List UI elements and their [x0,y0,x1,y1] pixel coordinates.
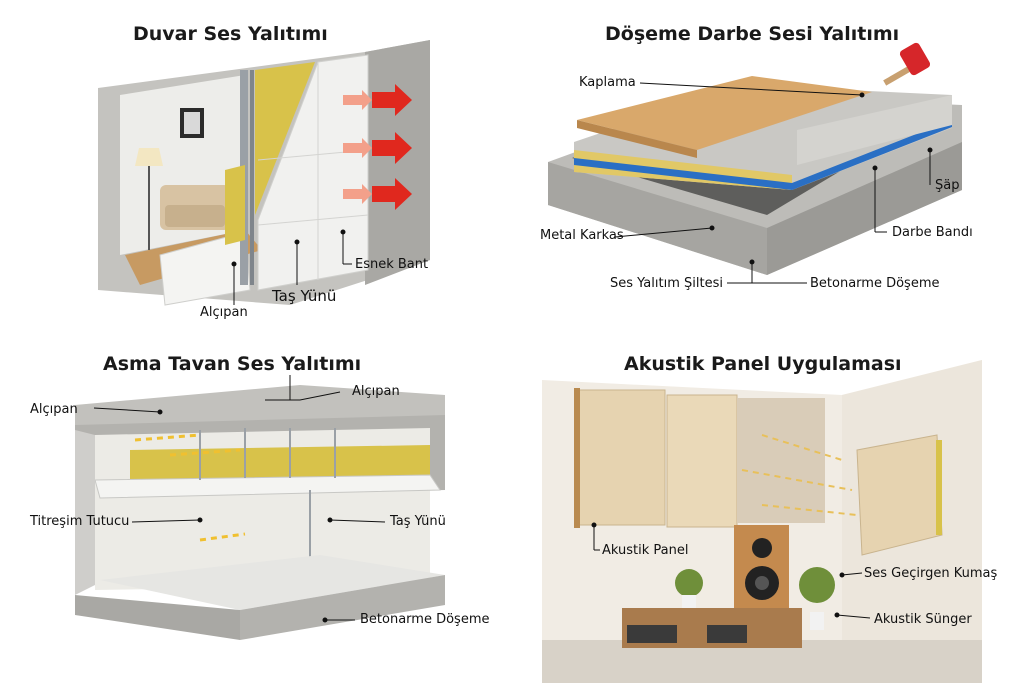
acoustic-illustration [542,360,982,683]
plant-right [799,567,835,630]
wood-flooring [577,76,872,150]
ceiling-title: Asma Tavan Ses Yalıtımı [103,353,362,375]
label-ses-yalitim-siltesi: Ses Yalıtım Şiltesi [610,276,723,291]
floor [100,555,445,610]
label-betonarme: Betonarme Döşeme [810,276,940,291]
wall-title: Duvar Ses Yalıtımı [133,23,328,45]
gypsum-board [159,231,251,306]
label-betonarme: Betonarme Döşeme [360,612,490,627]
speaker-icon [734,525,789,610]
ceiling-illustration [75,375,445,640]
ceiling-panel: Asma Tavan Ses Yalıtımı Alçıpan Alçıpan … [0,340,512,683]
wall-illustration [98,40,430,306]
label-akustik-sunger: Akustik Sünger [874,612,972,627]
insulation-board [257,54,369,291]
sound-arrows [372,84,412,210]
floor-title: Döşeme Darbe Sesi Yalıtımı [605,23,900,45]
label-ses-gecirgen: Ses Geçirgen Kumaş [864,566,998,581]
ceiling-board [94,474,441,499]
stone-wool [130,445,430,480]
label-alcipan-top: Alçıpan [352,384,400,399]
label-sap: Şäp [935,178,960,193]
stone-wool [255,62,315,215]
floor-panel: Döşeme Darbe Sesi Yalıtımı Kaplama Şäp M… [512,0,1024,340]
label-alcipan-left: Alçıpan [30,402,78,417]
floor-illustration [548,42,962,284]
side-panel [856,434,943,556]
wall-panel: Duvar Ses Yalıtımı Esnek Bant Taş Yünü A… [0,0,512,340]
label-darbe-bandi: Darbe Bandı [892,225,973,240]
acoustic-panels [574,388,825,528]
label-titresim: Titreşim Tutucu [30,514,130,529]
impact-band [574,120,952,190]
hammer-icon [883,42,931,86]
acoustic-panel: Akustik Panel Uygulaması Akustik Panel S… [512,340,1024,683]
label-alcipan: Alçıpan [200,305,248,320]
label-kaplama: Kaplama [579,75,636,90]
label-tas-yunu: Taş Yünü [390,514,446,529]
label-tas-yunu: Taş Yünü [272,287,337,305]
acoustic-title: Akustik Panel Uygulaması [624,353,902,375]
label-metal-karkas: Metal Karkas [540,228,624,243]
label-akustik-panel: Akustik Panel [602,543,689,558]
label-esnek-bant: Esnek Bant [355,257,429,272]
